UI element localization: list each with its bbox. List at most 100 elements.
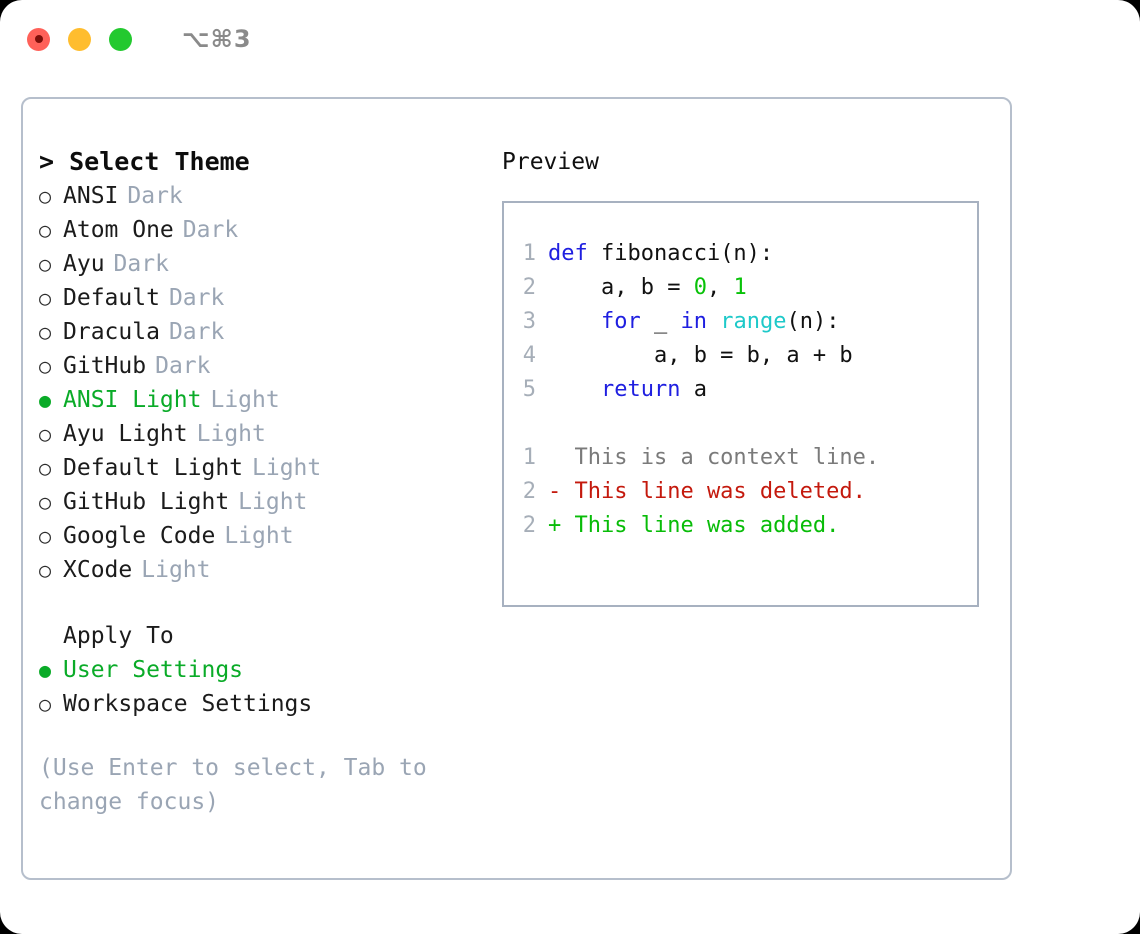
code-line: 3 for _ in range(n): (504, 305, 977, 339)
code-line-text: a, b = b, a + b (548, 339, 853, 373)
radio-selected-icon[interactable]: ● (39, 388, 52, 412)
diff-line: 2 - This line was deleted. (504, 475, 977, 509)
apply-to-label-text: User Settings (63, 657, 244, 683)
close-window-button[interactable] (27, 27, 50, 51)
line-number: 1 (522, 445, 536, 470)
theme-variant-tag: Light (141, 557, 211, 583)
code-token (548, 377, 601, 402)
radio-unselected-icon[interactable]: ○ (39, 218, 52, 242)
theme-list-item[interactable]: ○ Google Code Light (39, 519, 489, 553)
code-token (707, 309, 720, 334)
apply-to-item[interactable]: ● User Settings (39, 653, 489, 687)
theme-variant-tag: Dark (168, 285, 225, 311)
line-number: 2 (522, 275, 536, 300)
apply-to-list: ● User Settings ○ Workspace Settings (39, 653, 489, 721)
radio-unselected-icon[interactable]: ○ (39, 558, 52, 582)
code-line-text: def fibonacci(n): (548, 237, 773, 271)
radio-unselected-icon[interactable]: ○ (39, 184, 52, 208)
code-line-text: for _ in range(n): (548, 305, 839, 339)
theme-name: Google Code (63, 523, 216, 549)
code-token: a, b = b, a + b (548, 343, 853, 368)
line-number: 2 (522, 479, 536, 504)
radio-unselected-icon[interactable]: ○ (39, 524, 52, 548)
minimize-window-button[interactable] (68, 27, 91, 51)
theme-variant-tag: Dark (127, 183, 183, 209)
theme-variant-tag: Dark (182, 217, 239, 243)
theme-list-item[interactable]: ○ Ayu Dark (39, 247, 489, 281)
diff-line: 2+ This line was added. (504, 509, 977, 543)
title-bar: ⌥⌘3 (0, 0, 1140, 78)
code-token: in (680, 309, 707, 334)
theme-name: Dracula (63, 319, 160, 345)
code-token: 0 (693, 275, 707, 300)
page-title: > Select Theme (39, 147, 250, 176)
apply-to-label-text: Workspace Settings (63, 691, 313, 717)
radio-unselected-icon[interactable]: ○ (39, 286, 52, 310)
theme-name: GitHub Light (63, 489, 230, 515)
line-number: 5 (522, 377, 536, 402)
maximize-window-button[interactable] (109, 27, 132, 51)
code-token: fibonacci(n): (600, 241, 774, 266)
theme-name: Atom One (63, 217, 174, 243)
preview-title: Preview (502, 149, 599, 175)
code-token: range (720, 309, 787, 334)
theme-list-item[interactable]: ○ GitHub Dark (39, 349, 489, 383)
radio-unselected-icon[interactable]: ○ (39, 354, 52, 378)
code-token: for (600, 309, 641, 334)
code-token: 1 (733, 275, 747, 300)
code-token: a, b = (548, 275, 694, 300)
radio-selected-icon[interactable]: ● (39, 658, 52, 682)
radio-unselected-icon[interactable]: ○ (39, 456, 52, 480)
theme-list-item[interactable]: ○ Atom One Dark (39, 213, 489, 247)
radio-unselected-icon[interactable]: ○ (39, 692, 52, 716)
theme-name: ANSI (63, 183, 119, 209)
theme-list-item[interactable]: ○ XCode Light (39, 553, 489, 587)
theme-name: Ayu (63, 251, 105, 277)
code-line: 1 def fibonacci(n): (504, 237, 977, 271)
keyboard-shortcut-label: ⌥⌘3 (182, 25, 252, 53)
code-token: (n): (786, 309, 840, 334)
code-token: return (600, 377, 681, 402)
theme-name: Default Light (63, 455, 244, 481)
code-line: 2 a, b = 0, 1 (504, 271, 977, 305)
radio-unselected-icon[interactable]: ○ (39, 252, 52, 276)
theme-variant-tag: Dark (155, 353, 211, 379)
theme-list-item[interactable]: ○ ANSI Dark (39, 179, 489, 213)
apply-to-item[interactable]: ○ Workspace Settings (39, 687, 489, 721)
line-number: 3 (522, 309, 536, 334)
code-line-text: a, b = 0, 1 (548, 271, 747, 305)
preview-divider-space (504, 407, 977, 441)
line-number: 2 (522, 513, 536, 538)
diff-line: 1 This is a context line. (504, 441, 977, 475)
code-line-text: return a (548, 373, 707, 407)
radio-unselected-icon[interactable]: ○ (39, 422, 52, 446)
theme-variant-tag: Light (196, 421, 266, 447)
diff-line-text: - This line was deleted. (548, 479, 866, 504)
line-number: 1 (522, 241, 536, 266)
radio-unselected-icon[interactable]: ○ (39, 320, 52, 344)
theme-name: XCode (63, 557, 133, 583)
theme-variant-tag: Light (224, 523, 294, 549)
theme-name: GitHub (63, 353, 147, 379)
radio-unselected-icon[interactable]: ○ (39, 490, 52, 514)
code-token: a (680, 377, 707, 402)
theme-variant-tag: Dark (113, 251, 169, 277)
theme-name: ANSI Light (63, 387, 202, 413)
apply-to-label: Apply To (63, 623, 174, 649)
window-controls (27, 27, 132, 51)
keyboard-hint: (Use Enter to select, Tab to change focu… (39, 755, 441, 815)
code-token: , (706, 275, 734, 300)
line-number: 4 (522, 343, 536, 368)
